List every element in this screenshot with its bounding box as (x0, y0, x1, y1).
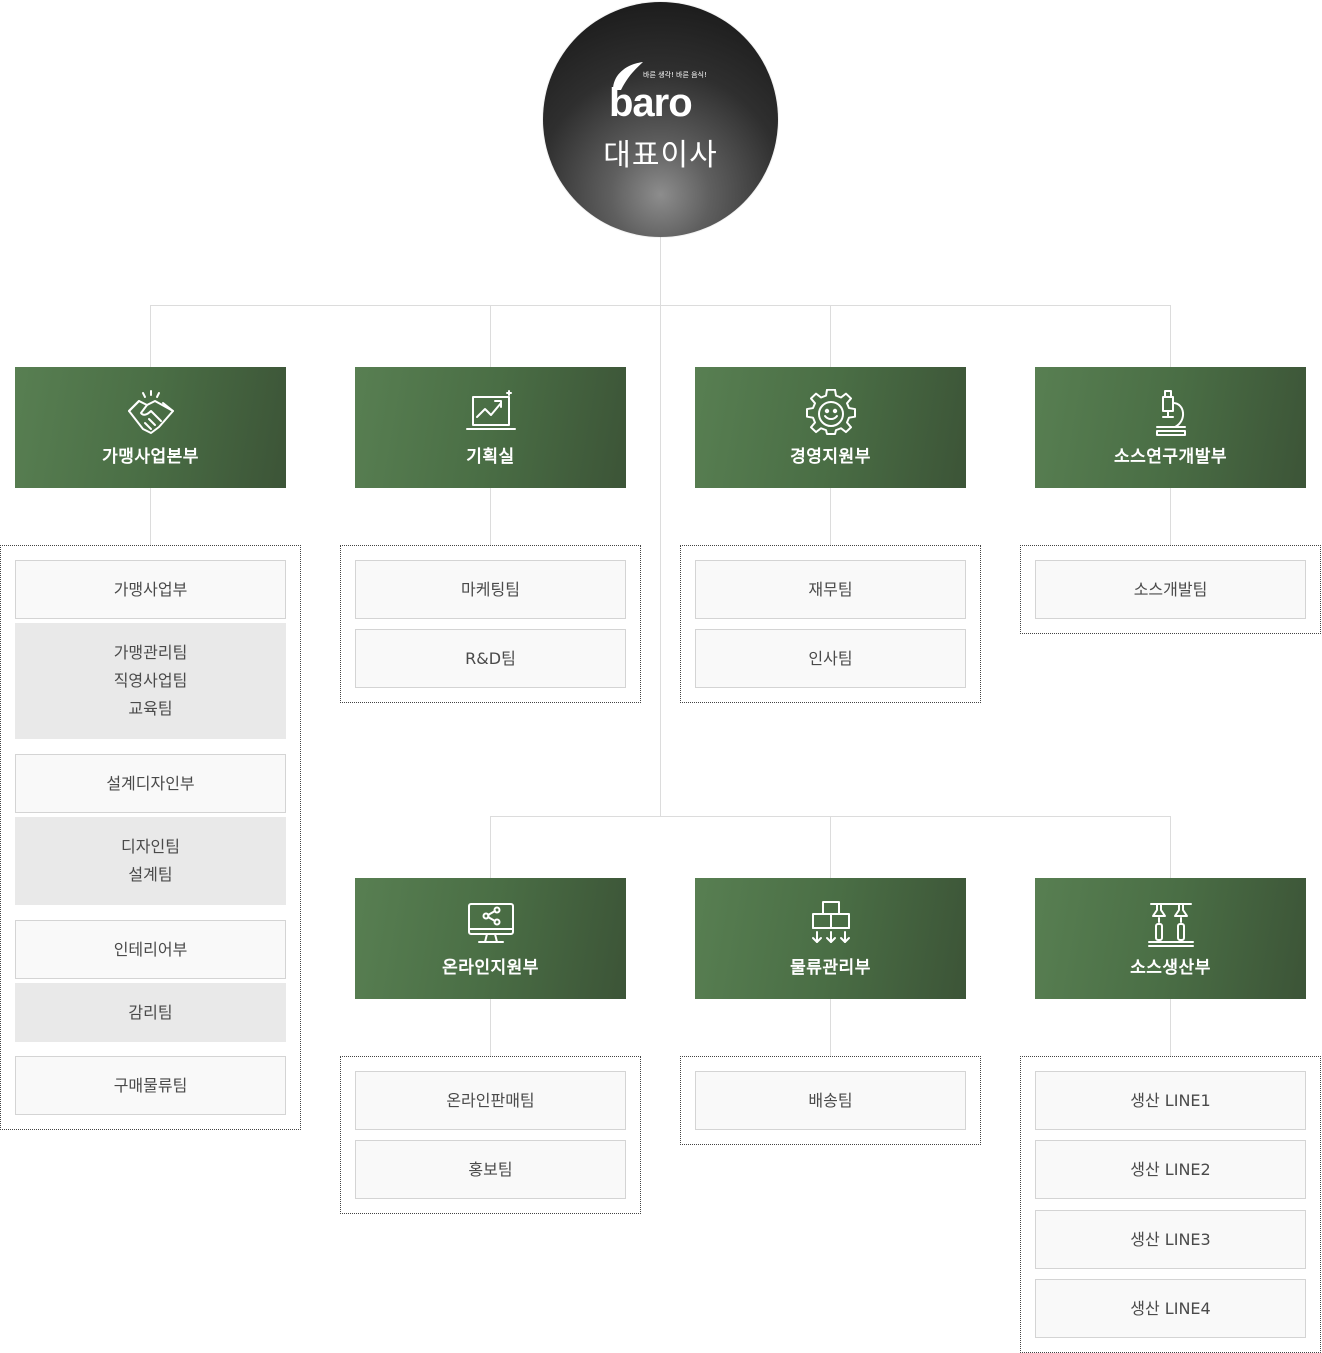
team-label: 생산 LINE1 (1130, 1090, 1211, 1110)
team-label: R&D팀 (465, 648, 516, 668)
division-link-2 (490, 488, 491, 546)
division-logistics: 물류관리부 (695, 878, 966, 999)
team-finance: 재무팀 (695, 560, 966, 619)
team-label: 디자인팀 (121, 837, 180, 856)
team-label: 배송팀 (808, 1090, 853, 1110)
team-label: 교육팀 (128, 699, 173, 718)
division-link-3 (830, 488, 831, 546)
division-link-4 (1170, 488, 1171, 546)
dept-franchise-business: 가맹사업부 (15, 560, 286, 619)
branch-drop-5 (490, 816, 491, 878)
division-label: 기획실 (466, 447, 515, 467)
division-management: 경영지원부 (695, 367, 966, 488)
team-label: 홍보팀 (468, 1159, 513, 1179)
team-label: 직영사업팀 (113, 671, 188, 690)
handshake-icon (127, 390, 174, 434)
team-delivery: 배송팀 (695, 1071, 966, 1130)
ceo-slogan: 바른 생각! 바른 음식! (643, 71, 707, 79)
smile-gear-icon (805, 389, 856, 435)
team-marketing: 마케팅팀 (355, 560, 626, 619)
dept-design: 설계디자인부 (15, 754, 286, 813)
division-link-1 (150, 488, 151, 546)
team-group-sauce-rnd (1020, 545, 1321, 634)
baro-logo: baro (609, 62, 693, 122)
team-list-design: 디자인팀 설계팀 (15, 817, 286, 905)
team-label: 소스개발팀 (1133, 579, 1208, 599)
team-label: 가맹관리팀 (113, 643, 188, 662)
team-label: 구매물류팀 (113, 1075, 188, 1095)
division-production: 소스생산부 (1035, 878, 1306, 999)
top-branch-line (150, 305, 1171, 306)
branch-drop-6 (830, 816, 831, 878)
team-label: 생산 LINE2 (1130, 1159, 1211, 1179)
growth-chart-icon (465, 390, 516, 430)
division-label: 소스생산부 (1130, 958, 1211, 978)
team-online-sales: 온라인판매팀 (355, 1071, 626, 1130)
ceo-title: 대표이사 (603, 138, 718, 173)
division-franchise: 가맹사업본부 (15, 367, 286, 488)
team-label: 인테리어부 (113, 939, 188, 959)
team-line-4: 생산 LINE4 (1035, 1279, 1306, 1338)
team-purchasing-logistics: 구매물류팀 (15, 1056, 286, 1115)
team-group-franchise (0, 545, 301, 1130)
team-group-logistics (680, 1056, 981, 1145)
team-label: 감리팀 (128, 1002, 173, 1022)
team-label: 인사팀 (808, 648, 853, 668)
division-online: 온라인지원부 (355, 878, 626, 999)
ceo-stem-line (660, 237, 661, 816)
team-group-planning (340, 545, 641, 703)
microscope-icon (1155, 390, 1186, 436)
boxes-arrows-icon (811, 901, 850, 943)
team-label: 온라인판매팀 (446, 1090, 535, 1110)
team-list-interior: 감리팀 (15, 983, 286, 1042)
team-label: 생산 LINE3 (1130, 1229, 1211, 1249)
team-group-management (680, 545, 981, 703)
svg-text:baro: baro (609, 81, 692, 122)
team-label: 설계팀 (128, 865, 173, 884)
division-planning: 기획실 (355, 367, 626, 488)
division-label: 소스연구개발부 (1114, 447, 1227, 467)
division-label: 물류관리부 (790, 958, 871, 978)
team-label: 마케팅팀 (461, 579, 520, 599)
division-sauce-rnd: 소스연구개발부 (1035, 367, 1306, 488)
team-label: 생산 LINE4 (1130, 1298, 1211, 1318)
team-line-3: 생산 LINE3 (1035, 1210, 1306, 1269)
team-pr: 홍보팀 (355, 1140, 626, 1199)
team-sauce-dev: 소스개발팀 (1035, 560, 1306, 619)
team-label: 재무팀 (808, 579, 853, 599)
division-label: 온라인지원부 (442, 958, 539, 978)
team-hr: 인사팀 (695, 629, 966, 688)
team-group-online (340, 1056, 641, 1214)
division-link-5 (490, 999, 491, 1057)
branch-drop-1 (150, 305, 151, 367)
team-line-1: 생산 LINE1 (1035, 1071, 1306, 1130)
ceo-node: baro 바른 생각! 바른 음식! 대표이사 (543, 2, 778, 237)
branch-drop-2 (490, 305, 491, 367)
division-label: 경영지원부 (790, 447, 871, 467)
dept-interior: 인테리어부 (15, 920, 286, 979)
team-label: 가맹사업부 (113, 579, 188, 599)
team-label: 설계디자인부 (106, 773, 195, 793)
team-rnd: R&D팀 (355, 629, 626, 688)
branch-drop-7 (1170, 816, 1171, 878)
division-link-7 (1170, 999, 1171, 1057)
branch-drop-4 (1170, 305, 1171, 367)
division-link-6 (830, 999, 831, 1057)
production-line-icon (1147, 903, 1194, 947)
team-list-franchise-business: 가맹관리팀 직영사업팀 교육팀 (15, 623, 286, 739)
team-line-2: 생산 LINE2 (1035, 1140, 1306, 1199)
monitor-share-icon (467, 903, 514, 943)
division-label: 가맹사업본부 (102, 447, 199, 467)
branch-drop-3 (830, 305, 831, 367)
